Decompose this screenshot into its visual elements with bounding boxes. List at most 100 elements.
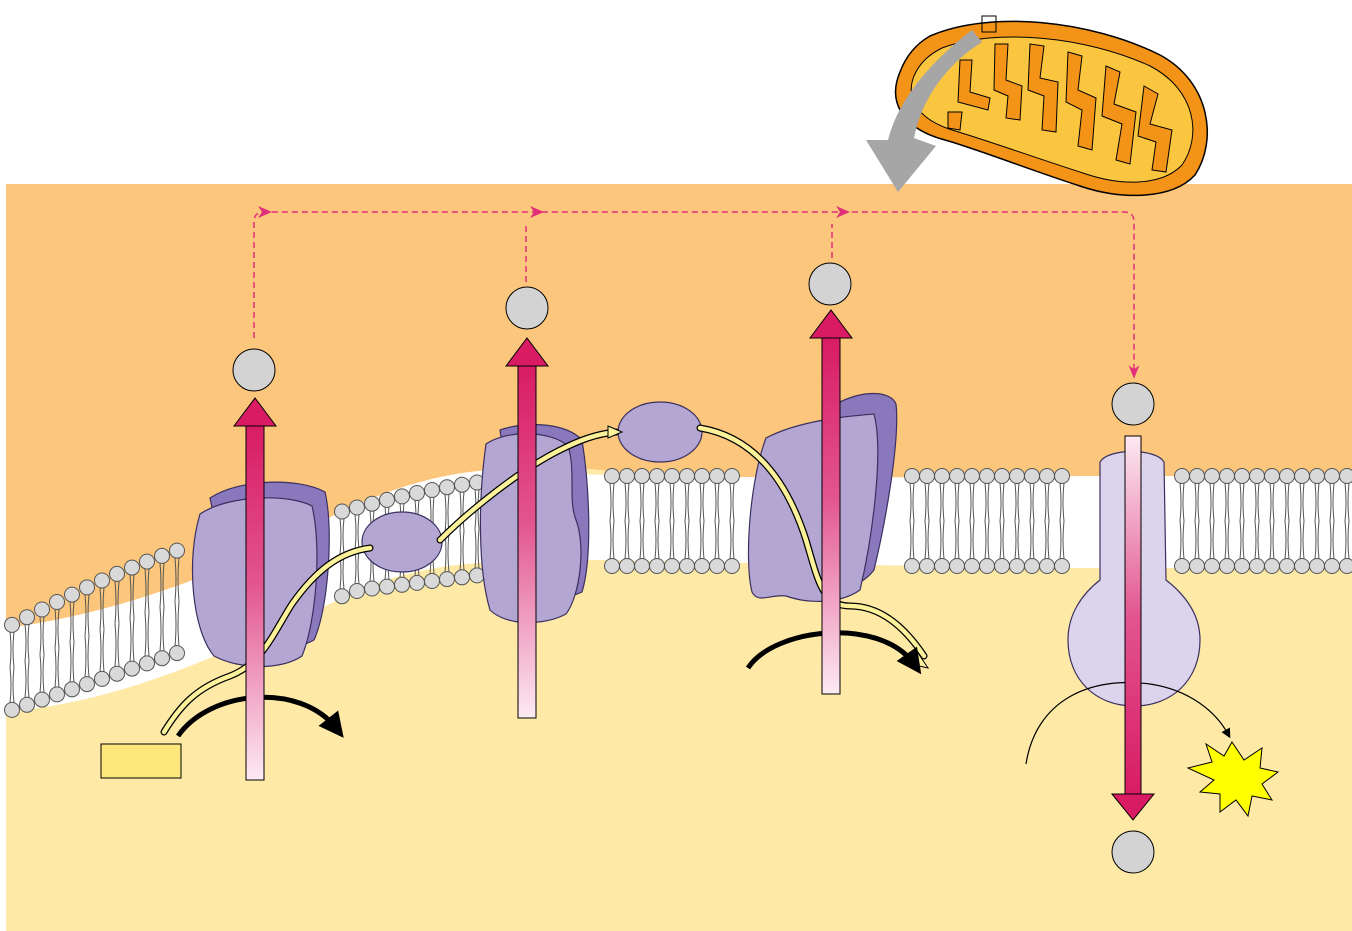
lipid-head bbox=[1040, 469, 1055, 484]
lipid-head bbox=[80, 580, 95, 595]
lipid-head bbox=[1010, 469, 1025, 484]
lipid-head bbox=[125, 560, 140, 575]
lipid-head bbox=[20, 610, 35, 625]
lipid-head bbox=[620, 469, 635, 484]
lipid-head bbox=[425, 483, 440, 498]
lipid-head bbox=[110, 566, 125, 581]
lipid-head bbox=[20, 697, 35, 712]
lipid-head bbox=[395, 489, 410, 504]
cytochrome-c bbox=[618, 402, 702, 462]
lipid-head bbox=[920, 559, 935, 574]
lipid-head bbox=[1265, 469, 1280, 484]
lipid-head bbox=[110, 666, 125, 681]
lipid-head bbox=[695, 469, 710, 484]
lipid-head bbox=[605, 559, 620, 574]
mitochondrion-icon bbox=[896, 16, 1208, 195]
lipid-head bbox=[65, 587, 80, 602]
lipid-head bbox=[50, 595, 65, 610]
lipid-head bbox=[1025, 559, 1040, 574]
lipid-head bbox=[50, 687, 65, 702]
lipid-head bbox=[1175, 469, 1190, 484]
lipid-head bbox=[350, 584, 365, 599]
lipid-head bbox=[35, 602, 50, 617]
lipid-head bbox=[1340, 559, 1352, 574]
lipid-head bbox=[635, 559, 650, 574]
lipid-head bbox=[350, 500, 365, 515]
lipid-head bbox=[1340, 469, 1352, 484]
proton-ion bbox=[1112, 383, 1154, 425]
lipid-head bbox=[605, 469, 620, 484]
lipid-head bbox=[725, 559, 740, 574]
lipid-head bbox=[1265, 559, 1280, 574]
lipid-head bbox=[920, 469, 935, 484]
lipid-head bbox=[1055, 469, 1070, 484]
lipid-head bbox=[1190, 559, 1205, 574]
lipid-head bbox=[380, 579, 395, 594]
ubiquinone bbox=[362, 512, 442, 572]
lipid-head bbox=[410, 486, 425, 501]
lipid-head bbox=[905, 559, 920, 574]
lipid-head bbox=[5, 702, 20, 717]
lipid-head bbox=[80, 677, 95, 692]
lipid-head bbox=[170, 543, 185, 558]
lipid-head bbox=[155, 548, 170, 563]
lipid-head bbox=[1025, 469, 1040, 484]
lipid-head bbox=[1220, 559, 1235, 574]
proton-ion bbox=[506, 287, 548, 329]
proton-ion bbox=[809, 263, 851, 305]
lipid-head bbox=[1055, 559, 1070, 574]
proton-ion bbox=[233, 349, 275, 391]
lipid-head bbox=[365, 496, 380, 511]
lipid-head bbox=[650, 469, 665, 484]
lipid-head bbox=[440, 572, 455, 587]
lipid-head bbox=[335, 504, 350, 519]
lipid-head bbox=[620, 559, 635, 574]
lipid-head bbox=[1175, 559, 1190, 574]
lipid-head bbox=[95, 671, 110, 686]
lipid-head bbox=[905, 469, 920, 484]
lipid-head bbox=[935, 469, 950, 484]
lipid-head bbox=[1205, 469, 1220, 484]
lipid-head bbox=[1295, 559, 1310, 574]
lipid-head bbox=[665, 559, 680, 574]
lipid-head bbox=[1040, 559, 1055, 574]
lipid-head bbox=[935, 559, 950, 574]
lipid-head bbox=[1280, 559, 1295, 574]
lipid-head bbox=[650, 559, 665, 574]
lipid-head bbox=[1325, 469, 1340, 484]
lipid-head bbox=[155, 651, 170, 666]
lipid-head bbox=[1190, 469, 1205, 484]
lipid-head bbox=[710, 469, 725, 484]
lipid-head bbox=[5, 617, 20, 632]
lipid-head bbox=[1250, 559, 1265, 574]
lipid-head bbox=[1310, 469, 1325, 484]
lipid-head bbox=[140, 656, 155, 671]
lipid-head bbox=[680, 559, 695, 574]
lipid-head bbox=[710, 559, 725, 574]
lipid-head bbox=[1250, 469, 1265, 484]
lipid-head bbox=[635, 469, 650, 484]
lipid-head bbox=[140, 554, 155, 569]
lipid-head bbox=[1220, 469, 1235, 484]
lipid-head bbox=[1235, 469, 1250, 484]
lipid-head bbox=[980, 559, 995, 574]
lipid-head bbox=[125, 661, 140, 676]
lipid-head bbox=[665, 469, 680, 484]
lipid-head bbox=[1325, 559, 1340, 574]
lipid-head bbox=[170, 646, 185, 661]
lipid-head bbox=[365, 581, 380, 596]
lipid-head bbox=[695, 559, 710, 574]
lipid-head bbox=[1295, 469, 1310, 484]
electron-donor-box bbox=[101, 744, 181, 778]
lipid-head bbox=[440, 480, 455, 495]
lipid-head bbox=[65, 682, 80, 697]
lipid-head bbox=[425, 574, 440, 589]
lipid-head bbox=[95, 573, 110, 588]
lipid-head bbox=[35, 692, 50, 707]
lipid-head bbox=[950, 559, 965, 574]
lipid-head bbox=[680, 469, 695, 484]
lipid-head bbox=[965, 559, 980, 574]
lipid-head bbox=[455, 570, 470, 585]
